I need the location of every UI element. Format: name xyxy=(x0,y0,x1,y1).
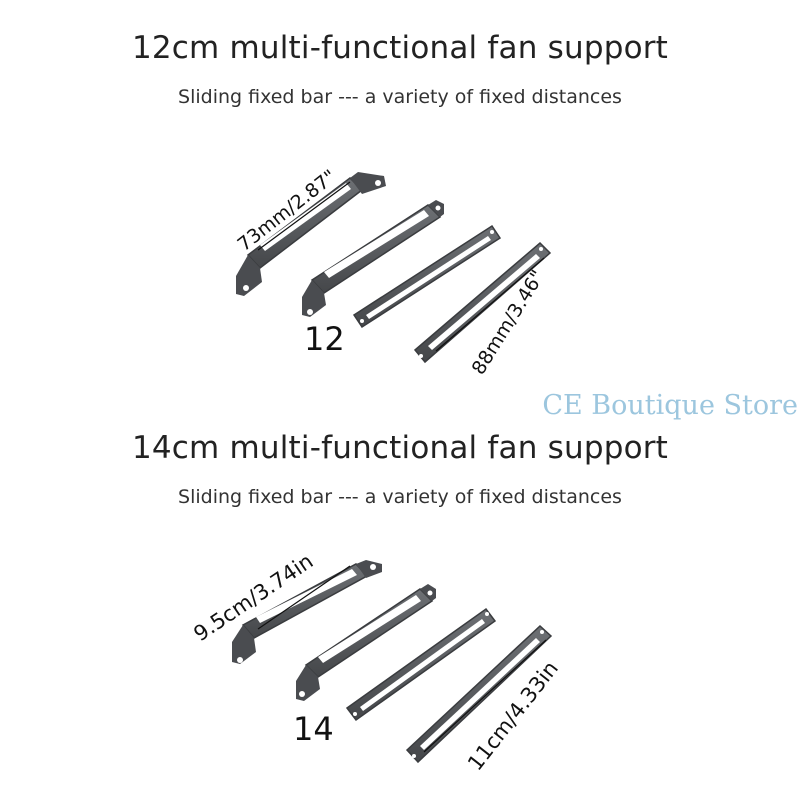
section-14-title: 14cm multi-functional fan support xyxy=(131,430,669,466)
bracket-12-short-bent-2 xyxy=(302,200,444,317)
section-14-subtitle: Sliding fixed bar --- a variety of fixed… xyxy=(178,486,622,508)
section-12-title: 12cm multi-functional fan support xyxy=(131,30,669,66)
size-label-12: 12 xyxy=(304,320,345,358)
bracket-14-flat-2 xyxy=(405,624,553,764)
bracket-12-short-bent-1 xyxy=(236,172,386,296)
store-watermark: CE Boutique Store xyxy=(542,390,798,421)
bracket-12-flat-2 xyxy=(413,241,552,364)
size-label-14: 14 xyxy=(293,710,334,748)
bracket-12-flat-1 xyxy=(352,224,502,329)
dimension-label-11cm: 11cm/4.33in xyxy=(463,657,563,776)
section-12-subtitle: Sliding fixed bar --- a variety of fixed… xyxy=(178,86,622,108)
bracket-14-flat-1 xyxy=(345,607,497,722)
bracket-14-short-bent-2 xyxy=(296,584,436,701)
